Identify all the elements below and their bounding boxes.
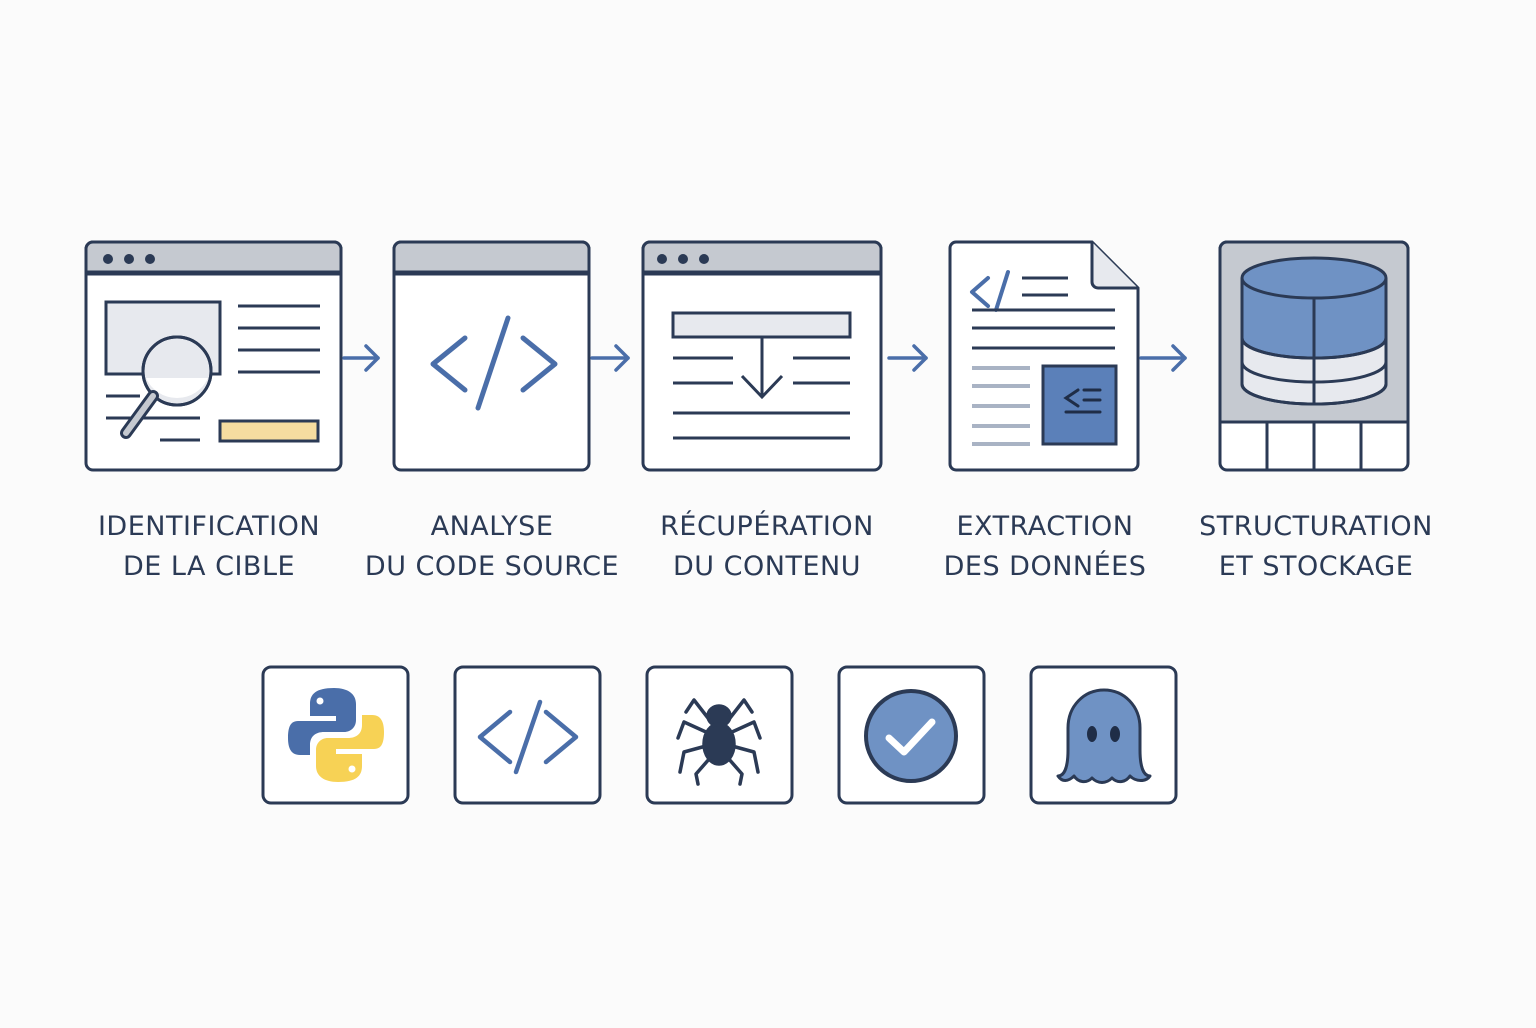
flow-arrow: [590, 344, 630, 372]
code-icon: [477, 699, 579, 775]
checkmark-icon: [864, 689, 958, 783]
step-label-extraction: EXTRACTION DES DONNÉES: [895, 507, 1195, 587]
python-icon: [288, 688, 384, 782]
spider-tool-tile: [645, 665, 794, 805]
python-tool-tile: [261, 665, 410, 805]
spider-icon: [676, 698, 762, 786]
step-label-line: IDENTIFICATION: [97, 511, 321, 542]
flow-arrow: [1139, 344, 1187, 372]
step-label-identification: IDENTIFICATION DE LA CIBLE: [59, 507, 359, 587]
flow-arrow: [342, 344, 380, 372]
ghost-icon: [1056, 688, 1152, 784]
step-label-line: DE LA CIBLE: [122, 551, 296, 582]
step-label-analyse: ANALYSE DU CODE SOURCE: [342, 507, 642, 587]
step-label-recuperation: RÉCUPÉRATION DU CONTENU: [617, 507, 917, 587]
tool-tile-frame: [261, 665, 410, 805]
step-label-structuration: STRUCTURATION ET STOCKAGE: [1166, 507, 1466, 587]
code-tag-icon: [392, 240, 591, 472]
step-label-line: STRUCTURATION: [1199, 511, 1433, 542]
step-label-line: DU CODE SOURCE: [364, 551, 620, 582]
check-tool-tile: [837, 665, 986, 805]
download-content-icon: [641, 240, 883, 472]
flow-arrow: [887, 344, 928, 372]
step-label-line: EXTRACTION: [956, 511, 1134, 542]
webpage-search-icon: [84, 240, 343, 472]
document-extract-icon: [948, 240, 1140, 472]
step-label-line: ANALYSE: [430, 511, 554, 542]
step-label-line: RÉCUPÉRATION: [660, 511, 874, 542]
database-icon: [1218, 240, 1410, 472]
step-label-line: DU CONTENU: [673, 551, 861, 582]
code-tool-tile: [453, 665, 602, 805]
step-label-line: DES DONNÉES: [943, 551, 1147, 582]
step-label-line: ET STOCKAGE: [1218, 551, 1414, 582]
ghost-tool-tile: [1029, 665, 1178, 805]
